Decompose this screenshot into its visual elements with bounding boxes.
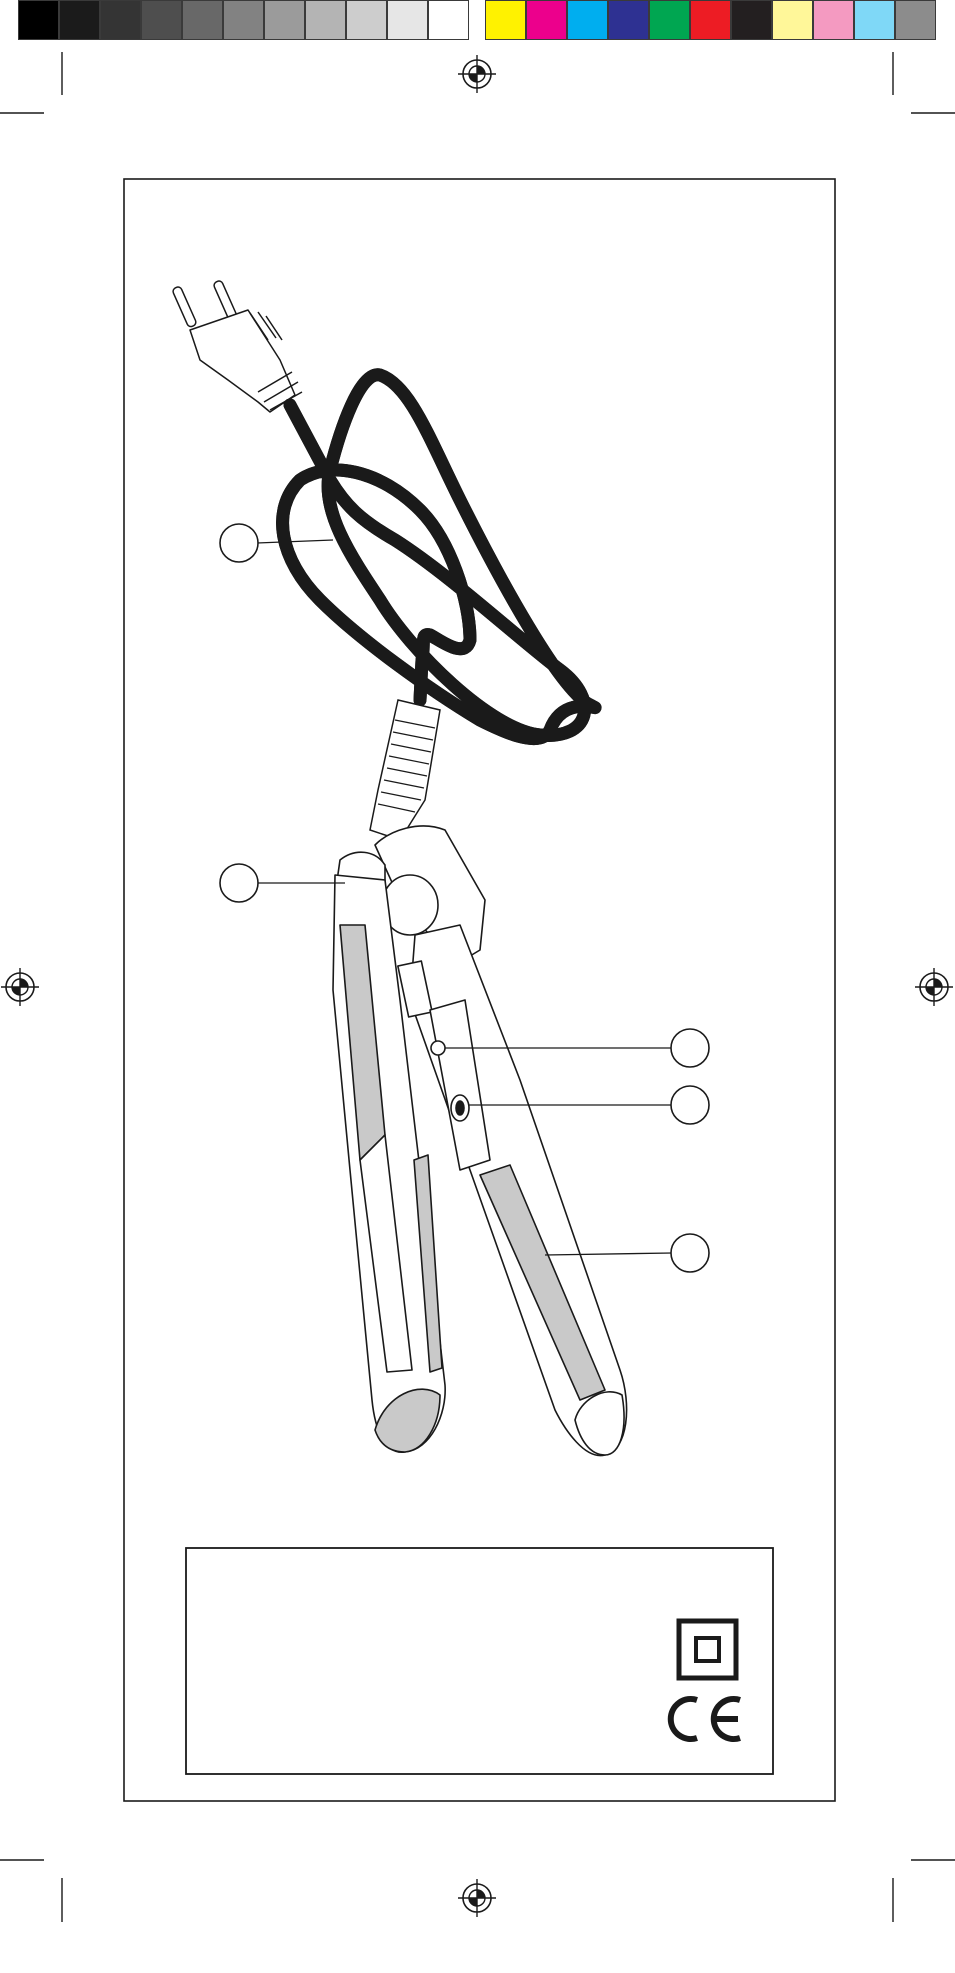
registration-mark-right <box>915 968 953 1006</box>
grayscale-swatch <box>100 0 141 40</box>
rating-label-box <box>185 1547 774 1775</box>
callout-2 <box>219 863 345 903</box>
registration-mark-top <box>458 55 496 93</box>
callout-4 <box>468 1085 710 1125</box>
process-color-swatch <box>567 0 608 40</box>
strain-relief-illustration <box>369 699 441 841</box>
callout-5 <box>544 1233 710 1273</box>
grayscale-swatch <box>141 0 182 40</box>
grayscale-swatch <box>182 0 223 40</box>
grayscale-swatch <box>346 0 387 40</box>
process-color-swatch <box>485 0 526 40</box>
grayscale-swatch <box>387 0 428 40</box>
grayscale-swatch <box>264 0 305 40</box>
callout-3 <box>445 1028 710 1068</box>
process-color-swatch <box>608 0 649 40</box>
process-color-swatch <box>690 0 731 40</box>
ready-light-dot <box>430 1040 446 1056</box>
process-color-swatch <box>526 0 567 40</box>
left-arm-illustration <box>332 874 446 1453</box>
page-frame <box>123 178 836 1802</box>
process-color-swatch <box>854 0 895 40</box>
right-arm-illustration <box>397 924 628 1457</box>
plug-illustration <box>172 280 303 413</box>
process-color-swatch <box>731 0 772 40</box>
grayscale-swatch <box>18 0 59 40</box>
grayscale-swatch <box>59 0 100 40</box>
grayscale-swatch <box>305 0 346 40</box>
registration-mark-left <box>1 968 39 1006</box>
double-square-icon <box>676 1618 739 1681</box>
process-color-swatch <box>895 0 936 40</box>
process-color-swatch <box>649 0 690 40</box>
ce-mark-icon <box>667 1696 741 1742</box>
power-cord-illustration <box>283 375 595 739</box>
color-calibration-bar <box>18 0 940 44</box>
registration-mark-bottom <box>458 1879 496 1917</box>
callout-1 <box>219 523 334 563</box>
crop-marks <box>0 52 955 1922</box>
grayscale-swatch <box>223 0 264 40</box>
grayscale-swatch <box>428 0 469 40</box>
process-color-swatch <box>772 0 813 40</box>
process-color-swatch <box>813 0 854 40</box>
